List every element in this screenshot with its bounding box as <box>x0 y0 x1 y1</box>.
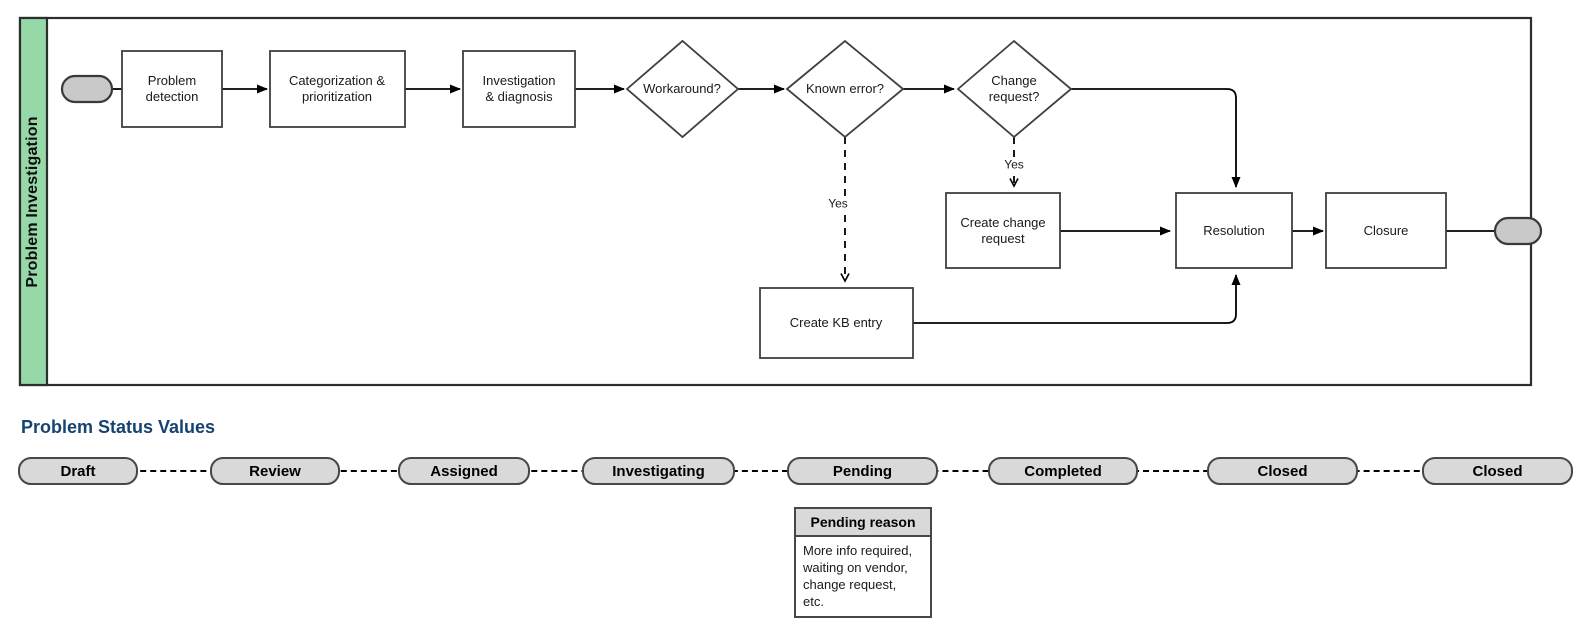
status-connector-dashline <box>70 470 1500 472</box>
status-pill-label: Closed <box>1257 462 1308 480</box>
edge-create-kb-entry-to-resolution-bottom <box>913 274 1241 324</box>
swimlane-title-bar <box>18 16 49 387</box>
create-kb-entry-box <box>759 287 914 359</box>
start-terminator <box>60 74 114 104</box>
swimlane-title: Problem Investigation <box>24 116 41 288</box>
status-pill-label: Completed <box>1024 462 1102 480</box>
create-change-request-box <box>945 192 1061 269</box>
status-pill-label: Pending <box>832 462 893 480</box>
known-error-diamond <box>785 39 905 139</box>
workaround-diamond <box>625 39 740 139</box>
status-pill-pending: Pending <box>787 457 938 485</box>
change-request-diamond <box>956 39 1073 139</box>
status-pill-closed-2: Closed <box>1422 457 1573 485</box>
pending-reason-box: Pending reason More info required, waiti… <box>794 507 932 618</box>
status-pill-label: Review <box>249 462 301 480</box>
categorization-box <box>269 50 406 128</box>
status-pill-label: Closed <box>1472 462 1523 480</box>
investigation-box <box>462 50 576 128</box>
status-section-heading: Problem Status Values <box>21 417 216 437</box>
status-pill-label: Draft <box>60 462 96 480</box>
status-pill-assigned: Assigned <box>398 457 530 485</box>
edge-change-request-to-resolution-top <box>1071 88 1241 188</box>
end-terminator <box>1493 216 1543 246</box>
status-pill-label: Assigned <box>430 462 498 480</box>
pending-reason-title: Pending reason <box>796 509 930 537</box>
change-request-yes-label: Yes <box>1001 158 1027 172</box>
status-pill-completed: Completed <box>988 457 1138 485</box>
known-error-yes-label: Yes <box>825 197 851 211</box>
closure-box <box>1325 192 1447 269</box>
status-pill-review: Review <box>210 457 340 485</box>
resolution-box <box>1175 192 1293 269</box>
status-pill-label: Investigating <box>612 462 705 480</box>
status-pill-closed-1: Closed <box>1207 457 1358 485</box>
pending-reason-body: More info required, waiting on vendor, c… <box>803 543 913 609</box>
status-pill-investigating: Investigating <box>582 457 735 485</box>
status-pill-draft: Draft <box>18 457 138 485</box>
problem-detection-box <box>121 50 223 128</box>
